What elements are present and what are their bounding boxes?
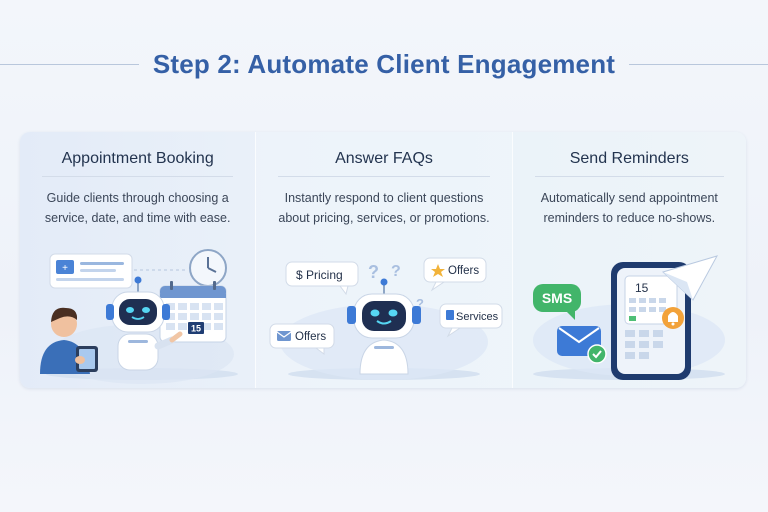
card-title: Send Reminders — [569, 150, 689, 167]
reminders-illustration: 15 — [532, 255, 725, 380]
card-title: Appointment Booking — [61, 150, 214, 167]
star-icon — [431, 264, 446, 277]
pricing-bubble: $ Pricing — [285, 261, 359, 296]
description-line: Guide clients through choosing a — [46, 191, 229, 205]
card-title: Answer FAQs — [335, 150, 433, 167]
pricing-label: $ Pricing — [296, 268, 343, 282]
sms-label: SMS — [541, 290, 571, 306]
services-icon — [446, 310, 455, 320]
card-description: Automatically send appointment reminders… — [527, 188, 732, 228]
bell-icon — [661, 307, 684, 329]
card-divider — [42, 176, 234, 177]
calendar-date: 15 — [191, 324, 201, 334]
card-appointment-booking: Appointment Booking Guide clients throug… — [20, 132, 255, 388]
description-line: Instantly respond to client questions — [284, 191, 484, 205]
card-description: Instantly respond to client questions ab… — [270, 188, 497, 228]
clock-icon — [189, 249, 227, 287]
card-send-reminders: Send Reminders Automatically send appoin… — [513, 132, 746, 388]
card-divider — [534, 176, 724, 177]
tablet-icon — [76, 346, 98, 372]
phone-calendar-date: 15 — [635, 281, 649, 295]
offers-left-label: Offers — [295, 331, 326, 343]
title-left-rule — [0, 63, 139, 65]
card-divider — [278, 176, 490, 177]
check-icon — [586, 344, 607, 364]
envelope-icon — [276, 331, 292, 341]
robot-icon — [106, 276, 183, 371]
card-answer-faqs: Answer FAQs Instantly respond to client … — [255, 132, 513, 388]
calendar-icon: 15 — [159, 281, 227, 343]
services-bubble: Services — [439, 303, 503, 338]
steps-panel: Appointment Booking Guide clients throug… — [20, 132, 746, 388]
paper-plane-icon — [661, 255, 718, 301]
title-right-rule — [629, 63, 768, 65]
svg-text:+: + — [62, 263, 68, 274]
form-card-icon: + — [49, 253, 133, 289]
description-line: reminders to reduce no-shows. — [543, 211, 716, 225]
faq-illustration: ? ? ? ? $ Pricing Offers — [269, 257, 503, 380]
description-line: service, date, and time with ease. — [44, 211, 231, 225]
offers-top-bubble: Offers — [423, 257, 487, 292]
svg-text:?: ? — [368, 262, 379, 282]
services-label: Services — [456, 311, 499, 323]
title-row: Step 2: Automate Client Engagement — [0, 44, 768, 84]
appointment-illustration: + — [40, 249, 238, 384]
offers-left-bubble: Offers — [269, 323, 335, 355]
offers-top-label: Offers — [448, 265, 479, 277]
sms-bubble: SMS — [532, 284, 581, 320]
card-description: Guide clients through choosing a service… — [34, 188, 241, 228]
svg-text:?: ? — [416, 296, 424, 311]
robot-icon — [347, 278, 422, 375]
description-line: about pricing, services, or promotions. — [278, 211, 490, 225]
svg-text:?: ? — [391, 263, 401, 280]
client-person-icon — [40, 307, 98, 374]
page-title: Step 2: Automate Client Engagement — [152, 48, 616, 79]
description-line: Automatically send appointment — [540, 191, 718, 205]
phone-icon: 15 — [610, 262, 691, 380]
